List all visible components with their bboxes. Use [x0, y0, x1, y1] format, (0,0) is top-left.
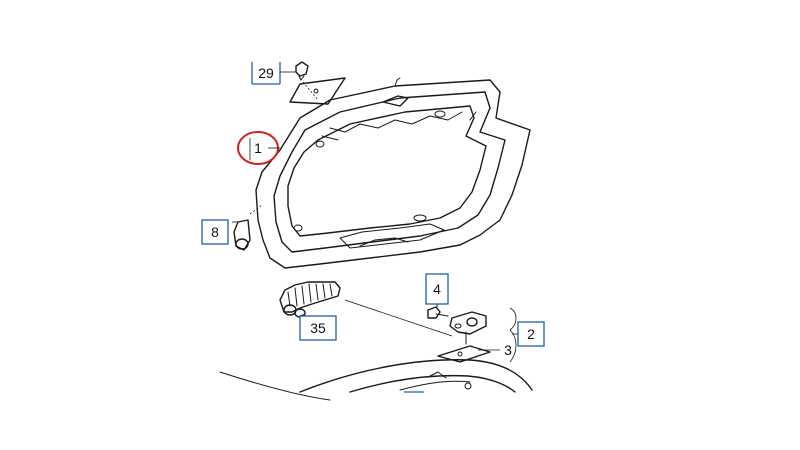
- part-4-bolt: [427, 306, 449, 319]
- callout-4[interactable]: 4: [425, 273, 449, 308]
- part-29-bolt: [289, 61, 346, 105]
- part-8-bumper: [232, 204, 263, 251]
- callout-35[interactable]: 35: [299, 313, 337, 341]
- callout-35-label: 35: [310, 320, 326, 336]
- trunk-lid: [255, 77, 531, 269]
- car-body: [219, 359, 533, 401]
- callout-1[interactable]: 1: [237, 131, 280, 165]
- callout-8-label: 8: [211, 224, 219, 240]
- part-35-spring: [279, 281, 341, 318]
- callout-29[interactable]: 29: [251, 62, 296, 85]
- callout-4-label: 4: [433, 281, 441, 297]
- callout-3[interactable]: 3: [504, 342, 512, 358]
- callout-1-label: 1: [254, 140, 262, 156]
- callout-3-label: 3: [504, 342, 512, 358]
- callout-2[interactable]: 2: [517, 321, 545, 347]
- callout-8[interactable]: 8: [201, 219, 229, 245]
- callout-29-label: 29: [258, 65, 274, 81]
- callout-2-label: 2: [527, 326, 535, 342]
